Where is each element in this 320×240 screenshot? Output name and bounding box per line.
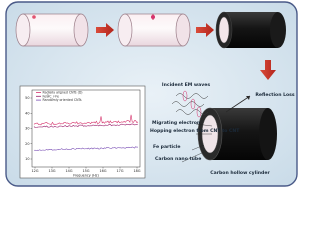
chart-panel [19, 85, 146, 179]
x-tick-label: 18G [134, 169, 141, 173]
y-tick-label: 10 [25, 157, 29, 161]
callout-lines [181, 123, 213, 163]
x-axis-label: Frequency (Hz) [73, 174, 99, 178]
label-migrating: Migrating electron [152, 120, 200, 126]
x-tick-label: 16G [100, 169, 107, 173]
fe-particle-dot [151, 15, 155, 19]
carbon-hollow-cylinder [197, 107, 277, 161]
y-tick-label: 30 [25, 127, 29, 131]
label-reflection: Reflection Loss [255, 92, 295, 98]
legend-entry: Randomly oriented CNTs [43, 98, 82, 102]
y-tick-label: 40 [25, 111, 29, 115]
label-cylinder: Carbon hollow cylinder [210, 170, 270, 176]
plot-area: 50 40 30 20 10 12G 13G 14G 15G 16G 17G 18G Frequency… [25, 89, 141, 178]
shielding-chart: 50 40 30 20 10 12G 13G 14G 15G 16G 17G 18G Frequency… [19, 85, 146, 179]
label-fe-particle: Fe particle [153, 144, 181, 150]
em-wave-spirals [171, 90, 209, 118]
series-line [33, 114, 139, 126]
series-line [33, 146, 139, 151]
x-tick-label: 14G [66, 169, 73, 173]
process-arrow-down [260, 60, 276, 80]
y-tick-label: 20 [25, 142, 29, 146]
label-hopping: Hopping electron from CNT to CNT [150, 128, 240, 134]
x-tick-label: 13G [49, 169, 56, 173]
legend-entry: Fe@C_r-Fe [43, 94, 60, 98]
cylinder-empty [15, 13, 89, 47]
legend-entry: Radially aligned CNTs (D) [43, 91, 83, 95]
process-arrow-2 [196, 23, 214, 37]
cylinder-with-seed [117, 13, 191, 47]
x-tick-label: 15G [83, 169, 90, 173]
x-tick-label: 17G [117, 169, 124, 173]
series-line [33, 123, 139, 128]
process-arrow-1 [96, 23, 114, 37]
label-carbon-nano: Carbon nano tube [155, 156, 201, 162]
reflection-arrow [225, 95, 251, 113]
label-incident: Incident EM waves [162, 82, 211, 88]
composite-figure: Incident EM waves Reflection Loss Migrat… [5, 1, 298, 187]
fe-seed-dot [32, 15, 36, 19]
reflection-arrowhead [246, 96, 250, 100]
cylinder-cnt-coated [215, 11, 286, 49]
x-tick-label: 12G [32, 169, 39, 173]
y-tick-label: 50 [25, 96, 29, 100]
